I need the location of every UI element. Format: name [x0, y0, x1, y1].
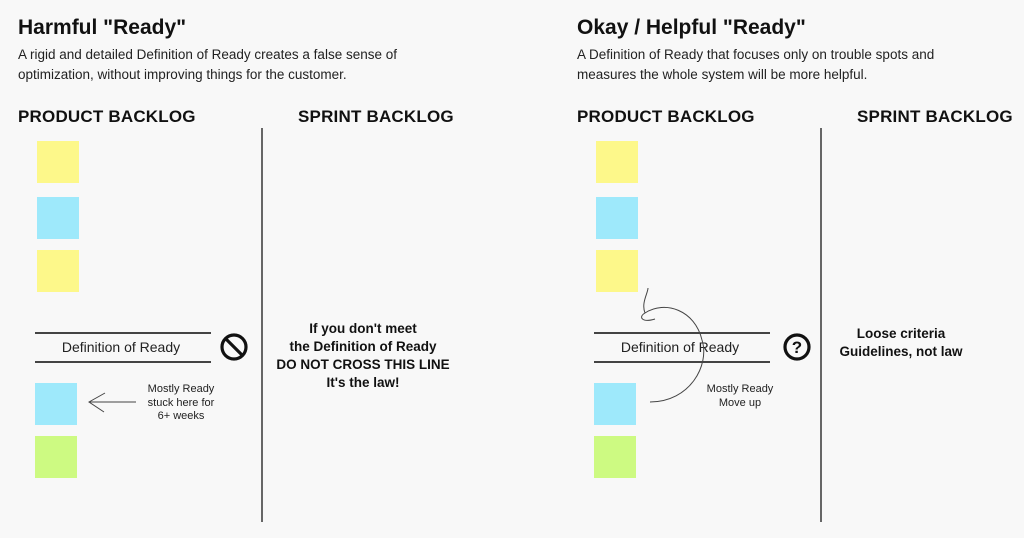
rule-line: If you don't meet: [309, 321, 417, 336]
rule-line: Guidelines, not law: [839, 344, 963, 359]
no-entry-icon: [220, 333, 248, 361]
right-sprint-backlog-heading: SPRINT BACKLOG: [857, 107, 1013, 126]
blue-sticky-note: [37, 197, 79, 239]
note-line: Mostly Ready: [147, 383, 215, 395]
right-rule-text: Loose criteria Guidelines, not law: [786, 325, 1016, 361]
left-subtitle-1: A rigid and detailed Definition of Ready…: [18, 47, 397, 62]
left-title: Harmful "Ready": [18, 16, 187, 39]
left-sprint-backlog-heading: SPRINT BACKLOG: [298, 107, 454, 126]
blue-sticky-note-stuck: [35, 383, 77, 425]
left-note: Mostly Ready stuck here for 6+ weeks: [66, 383, 296, 424]
note-line: stuck here for: [147, 396, 215, 409]
left-subtitle-2: optimization, without improving things f…: [18, 67, 347, 82]
dor-line-top: [35, 332, 211, 334]
rule-line: It's the law!: [326, 375, 400, 390]
dor-line-bottom: [594, 361, 770, 363]
right-subtitle-2: measures the whole system will be more h…: [577, 67, 868, 82]
yellow-sticky-note: [596, 250, 638, 292]
right-note: Mostly Ready Move up: [625, 383, 855, 410]
question-circle-icon: ?: [783, 333, 811, 361]
left-arrow-icon: [88, 392, 136, 413]
move-up-curved-arrow-icon: [641, 287, 705, 403]
rule-line: the Definition of Ready: [289, 339, 437, 354]
rule-line: DO NOT CROSS THIS LINE: [276, 357, 450, 372]
right-product-backlog-heading: PRODUCT BACKLOG: [577, 107, 755, 126]
left-product-backlog-heading: PRODUCT BACKLOG: [18, 107, 196, 126]
green-sticky-note: [35, 436, 77, 478]
yellow-sticky-note: [596, 141, 638, 183]
left-rule-text: If you don't meet the Definition of Read…: [248, 320, 478, 392]
dor-line-bottom: [35, 361, 211, 363]
left-dor-label: Definition of Ready: [61, 339, 181, 355]
right-dor-label: Definition of Ready: [620, 339, 740, 355]
blue-sticky-note: [596, 197, 638, 239]
green-sticky-note: [594, 436, 636, 478]
note-line: 6+ weeks: [157, 410, 205, 422]
svg-text:?: ?: [792, 338, 802, 357]
left-column-divider: [261, 128, 263, 522]
right-title: Okay / Helpful "Ready": [577, 16, 806, 39]
note-line: Move up: [718, 396, 762, 409]
note-line: Mostly Ready: [706, 383, 774, 395]
dor-line-top: [594, 332, 770, 334]
right-column-divider: [820, 128, 822, 522]
yellow-sticky-note: [37, 141, 79, 183]
right-subtitle-1: A Definition of Ready that focuses only …: [577, 47, 935, 62]
yellow-sticky-note: [37, 250, 79, 292]
blue-sticky-note-moving: [594, 383, 636, 425]
rule-line: Loose criteria: [856, 326, 946, 341]
